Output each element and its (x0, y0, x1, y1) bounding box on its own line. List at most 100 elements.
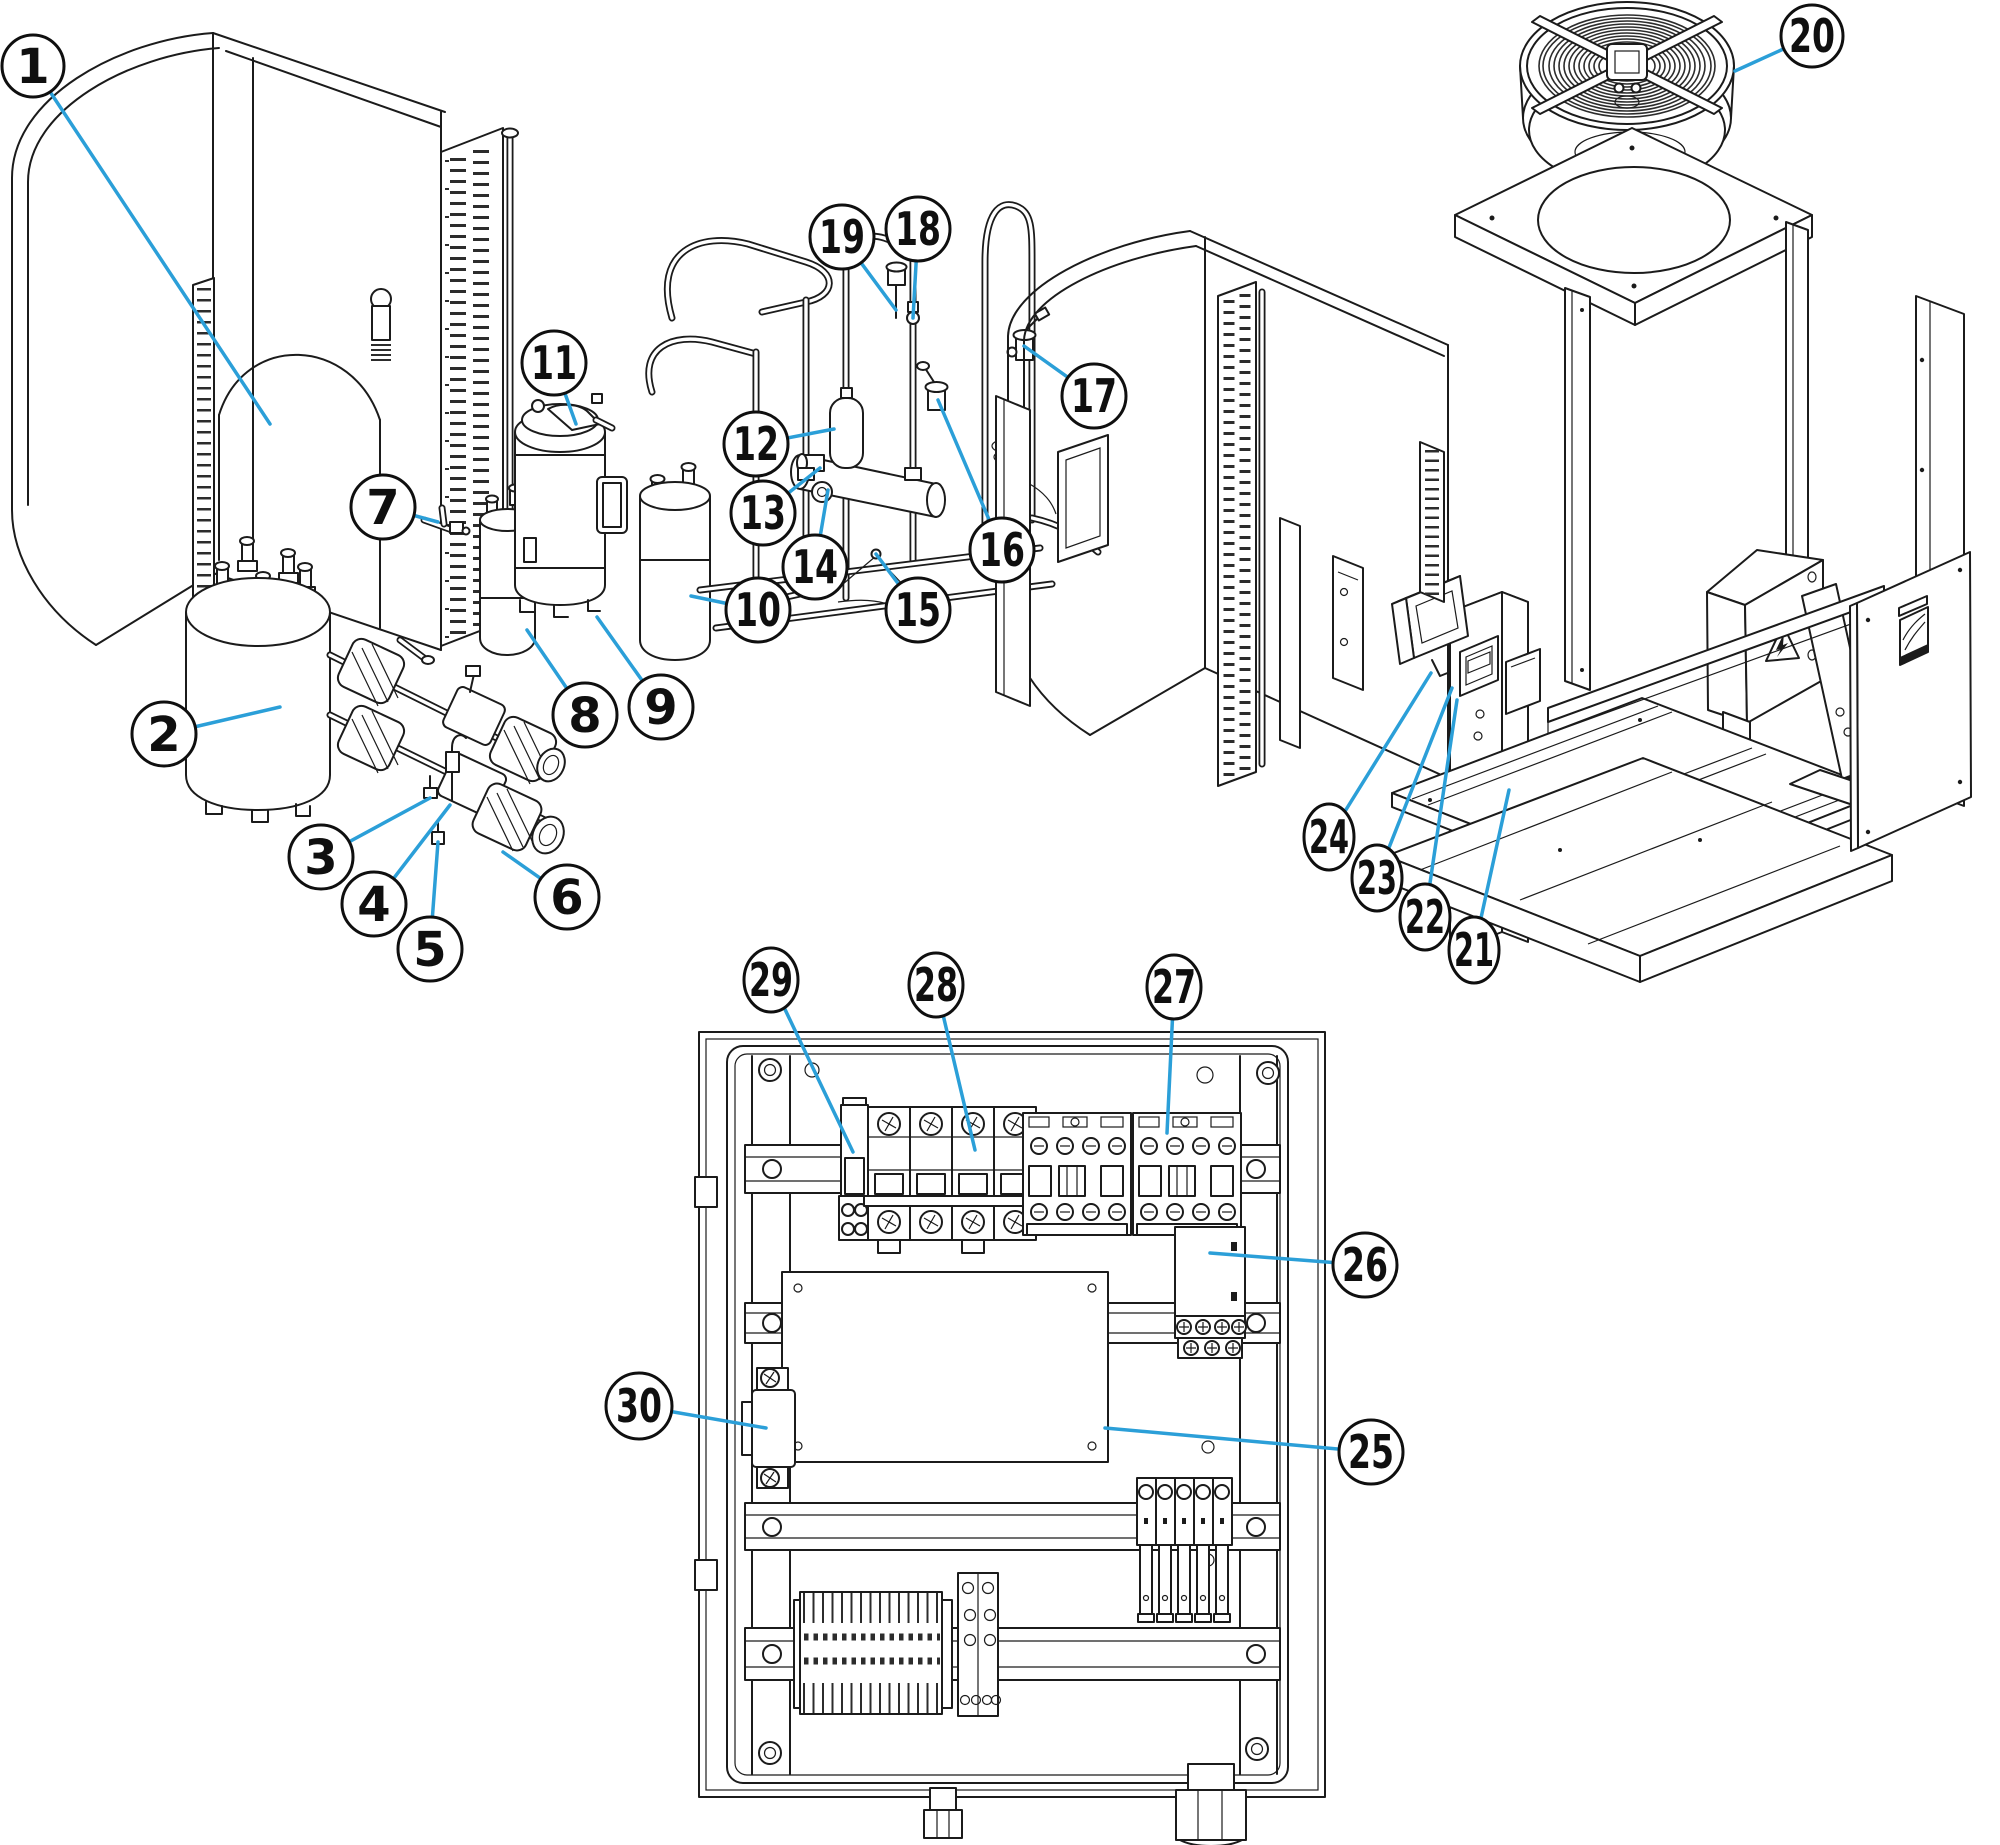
callout-25: 25 (1103, 1418, 1405, 1486)
callout-number: 13 (740, 486, 786, 540)
fuse-holder-bank (1136, 1477, 1233, 1623)
water-union-run-upper (326, 637, 566, 785)
callout-24: 24 (1302, 671, 1433, 872)
view-control-box (694, 1031, 1326, 1845)
callout-bubble (340, 870, 408, 938)
callout-number: 16 (979, 523, 1025, 577)
coil-brush (370, 288, 392, 362)
fan-hub (1606, 43, 1648, 109)
suction-accumulator-right (639, 462, 711, 661)
side-plate-with-hole (1057, 434, 1109, 563)
callout-bubble (551, 681, 619, 749)
callout-bubble (1337, 1418, 1405, 1486)
callout-bubble (729, 479, 797, 547)
cable-gland-large (1175, 1763, 1247, 1845)
callout-13: 13 (729, 466, 822, 547)
terminal-strip (793, 1591, 953, 1715)
callout-5: 5 (396, 840, 464, 983)
valve-bolt (423, 775, 438, 799)
callout-14: 14 (781, 488, 849, 601)
callout-number: 1 (16, 39, 49, 95)
callout-number: 21 (1454, 923, 1494, 977)
callout-6: 6 (501, 850, 601, 931)
expansion-valve (916, 361, 949, 411)
circuit-breaker-group (838, 1097, 1041, 1254)
callout-bubble (520, 329, 588, 397)
tee-fitting (420, 504, 471, 536)
callout-bubble (1060, 362, 1128, 430)
callout-bubble (808, 203, 876, 271)
callout-bubble (742, 946, 800, 1014)
callout-2: 2 (130, 700, 282, 768)
connector-plate (1332, 555, 1364, 691)
callout-bubble (1779, 3, 1845, 69)
controller-display (1459, 635, 1499, 697)
callout-number: 24 (1309, 810, 1349, 864)
corner-post-left (1564, 287, 1591, 691)
callout-1: 1 (0, 33, 272, 426)
callout-28: 28 (907, 951, 977, 1152)
logo-door-panel (1849, 551, 1972, 852)
callout-number: 8 (568, 688, 601, 744)
callout-26: 26 (1208, 1231, 1399, 1299)
callout-bubble (396, 915, 464, 983)
callout-number: 18 (895, 202, 941, 256)
callout-leader-line (1375, 686, 1454, 880)
callout-29: 29 (742, 946, 855, 1154)
callout-bubble (1302, 802, 1356, 872)
compressor-body (514, 393, 628, 618)
callout-bubble (1145, 953, 1203, 1021)
callout-11: 11 (520, 329, 588, 426)
reversing-valve (1006, 306, 1051, 361)
callout-bubble (722, 410, 790, 478)
service-valve-19 (885, 261, 908, 319)
callout-bubble (724, 576, 792, 644)
water-union-run-lower (326, 704, 565, 855)
callout-number: 5 (413, 922, 446, 978)
callout-18: 18 (884, 195, 952, 320)
callout-number: 22 (1405, 890, 1445, 944)
compressor-assembly (479, 393, 711, 661)
tall-thin-panel (1279, 517, 1301, 749)
callout-number: 6 (550, 870, 583, 926)
callout-3: 3 (287, 796, 432, 891)
brand-logo-icon (1898, 595, 1929, 666)
callout-12: 12 (722, 410, 836, 478)
contactor-1 (1022, 1112, 1132, 1236)
callout-number: 4 (357, 877, 390, 933)
contactor-group (1022, 1112, 1242, 1236)
callout-number: 27 (1152, 960, 1196, 1014)
callout-number: 20 (1789, 9, 1835, 63)
contactor-2 (1132, 1112, 1242, 1236)
breaker-screws-bottom (877, 1210, 1027, 1234)
view-unit-assembly (995, 1, 1972, 983)
callout-17: 17 (1022, 344, 1128, 430)
callout-number: 19 (819, 210, 865, 264)
callout-21: 21 (1447, 788, 1511, 985)
fan-top-panel (1454, 127, 1813, 326)
callout-bubble (1350, 843, 1404, 913)
callout-bubble (907, 951, 965, 1019)
callout-bubble (627, 673, 695, 741)
callout-bubble (1331, 1231, 1399, 1299)
callout-bubble (533, 863, 601, 931)
callout-bubble (287, 823, 355, 891)
callout-number: 25 (1348, 1425, 1394, 1479)
callout-number: 11 (531, 336, 577, 390)
callout-23: 23 (1350, 686, 1454, 913)
callout-number: 2 (147, 707, 180, 763)
callout-4: 4 (340, 803, 452, 938)
callout-number: 17 (1071, 369, 1117, 423)
callout-bubble (0, 33, 66, 99)
controller-back-plate (1505, 648, 1541, 715)
unit-cabinet-wrap (1007, 230, 1449, 779)
callout-number: 29 (749, 953, 793, 1007)
callout-number: 7 (366, 480, 399, 536)
callout-number: 9 (644, 680, 677, 736)
coil-strip-upper (1419, 441, 1445, 603)
callout-leader-line (1423, 698, 1459, 919)
cable-gland-small (923, 1787, 963, 1839)
